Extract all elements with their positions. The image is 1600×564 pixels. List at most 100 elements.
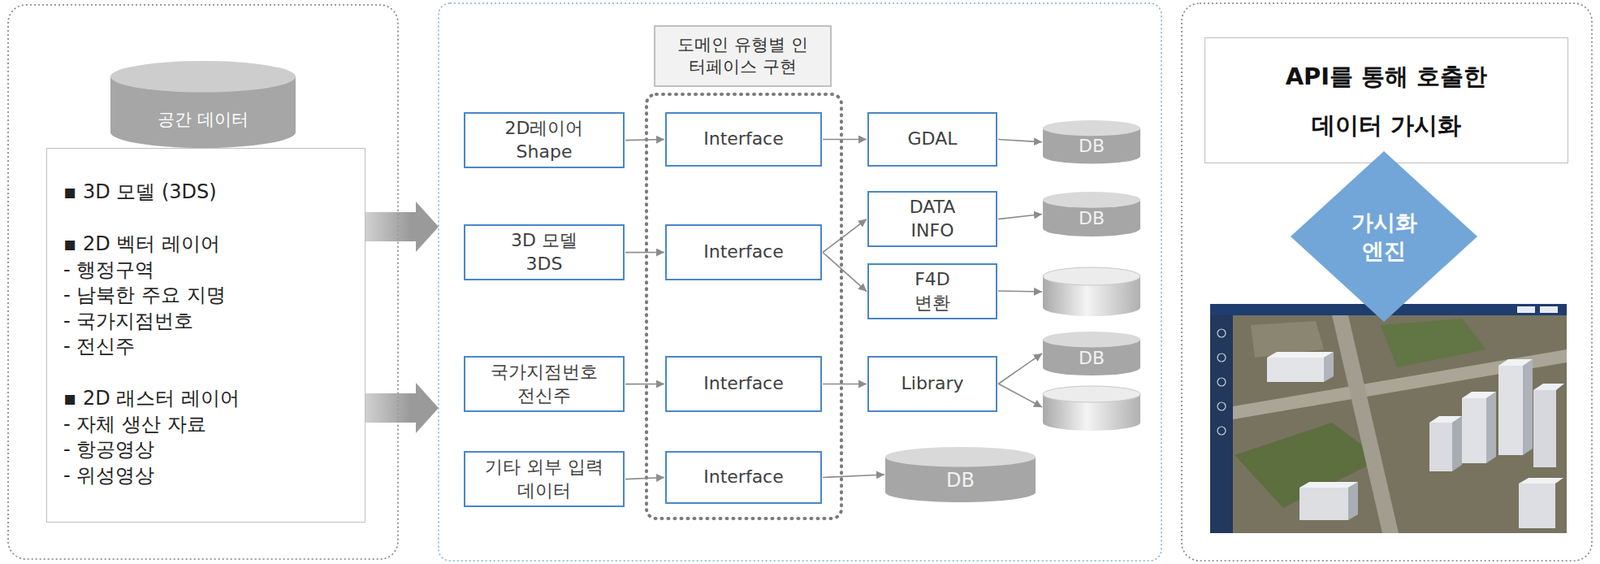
diamond-label: 가시화 엔진 [1343,207,1425,265]
list-item: - 행정구역 [63,257,155,284]
screenshot-building [1486,391,1497,463]
box-label: 기타 외부 입력 데이터 [479,455,610,502]
interface-box: Interface [665,355,822,412]
db-label: DB [1078,134,1105,159]
list-item: - 남북한 주요 지명 [63,282,226,309]
source-box: 국가지점번호 전신주 [463,355,625,412]
connector-arrow [625,477,665,480]
db-label: DB [946,467,975,493]
cylinder-top [885,446,1036,467]
decision-diamond: 가시화 엔진 [1290,151,1478,322]
connector-arrow [822,383,867,385]
screenshot-building [1533,383,1565,390]
connector-arrow [998,214,1043,220]
storage-arrow [998,383,1043,407]
list-box: ▪ 3D 모델 (3DS) ▪ 2D 벡터 레이어- 행정구역- 남북한 주요 지… [46,147,366,523]
box-label: F4D 변환 [908,268,957,315]
screenshot-field [1380,318,1487,368]
source-box: 2D레이어 Shape [463,112,625,169]
interface-group-outline [646,94,842,519]
screenshot-button [1539,306,1558,313]
screenshot-building [1533,389,1557,468]
process-box: GDAL [867,112,998,167]
box-label: Library [901,371,965,396]
source-box: 기타 외부 입력 데이터 [463,450,625,507]
screenshot-building [1267,351,1334,358]
visualization-panel [1181,3,1592,561]
process-box: F4D 변환 [867,263,998,320]
storage-arrow [998,290,1043,292]
screenshot-building [1299,481,1358,488]
heading-text: 도메인 유형별 인터페이스 구현 [671,34,814,79]
group-heading: 도메인 유형별 인터페이스 구현 [653,25,832,87]
screenshot-building [1498,365,1523,455]
source-panel [8,4,398,559]
connector-arrow [998,139,1043,143]
connector-arrow [822,252,867,292]
screenshot-icon [1217,328,1226,338]
diamond-shape [1290,151,1478,322]
db-label: DB [1078,207,1105,231]
storage-cylinder-top [1042,385,1141,403]
cylinder-label: 공간 데이터 [157,108,249,131]
cylinder-top [1042,191,1141,208]
database-cylinder: DB [1042,191,1141,237]
screenshot-building [1461,397,1487,463]
screenshot-ground [1210,303,1567,533]
storage-cylinder-top [1042,267,1141,286]
database-cylinder: DB [1042,120,1141,165]
app-screenshot [1210,303,1567,533]
screenshot-building [1522,358,1533,455]
interface-box: Interface [665,224,822,281]
box-label: 2D레이어 Shape [495,116,593,164]
connector-arrow [822,138,867,141]
interface-panel [438,3,1162,561]
data-cylinder: 공간 데이터 [110,60,296,148]
box-label: Interface [703,127,784,152]
screenshot-icon [1217,426,1226,435]
connector-arrow [998,353,1043,385]
process-box: DATA INFO [867,190,998,247]
screenshot-building [1348,481,1358,520]
box-label: Interface [703,240,784,264]
box-label: 3D 모델 3DS [503,229,585,276]
diamond-outline [1290,151,1478,322]
screenshot-icon [1217,377,1226,386]
connector-arrow [822,474,885,478]
database-cylinder: DB [885,446,1036,502]
interface-box: Interface [665,450,822,504]
list-item: - 위성영상 [63,462,155,489]
screenshot-building [1429,415,1462,423]
interface-box: Interface [665,112,822,167]
box-label: DATA INFO [899,195,965,243]
screenshot-sidebar [1210,315,1233,533]
storage-cylinder [1042,267,1141,316]
cylinder-top [1042,331,1141,347]
title-box: API를 통해 호출한 데이터 가시화 [1204,37,1569,164]
screenshot-building [1299,487,1349,520]
list-item: - 국가지점번호 [63,308,194,335]
list-item: ▪ 3D 모델 (3DS) [63,179,217,206]
connector-arrow [625,139,665,141]
storage-cylinder [1042,385,1141,431]
list-item: - 전신주 [63,333,135,360]
box-label: Interface [703,465,784,489]
list-item: - 자체 생산 자료 [63,411,207,438]
screenshot-icon [1217,402,1226,411]
connector-arrow [822,219,867,253]
connector-arrow [625,251,665,254]
list-item: - 항공영상 [63,436,155,463]
list-item: ▪ 2D 벡터 레이어 [63,231,221,258]
cylinder-top [1042,120,1141,136]
box-label: Interface [703,371,784,396]
screenshot-building [1461,391,1497,398]
db-label: DB [1078,346,1105,371]
box-label: 국가지점번호 전신주 [487,360,602,407]
database-cylinder: DB [1042,331,1141,376]
connector-arrow [625,383,665,385]
screenshot-icon [1217,353,1226,362]
screenshot-building [1267,357,1324,382]
screenshot-building [1518,483,1556,528]
title-text: API를 통해 호출한 데이터 가시화 [1272,51,1501,150]
cylinder-top [110,60,296,93]
